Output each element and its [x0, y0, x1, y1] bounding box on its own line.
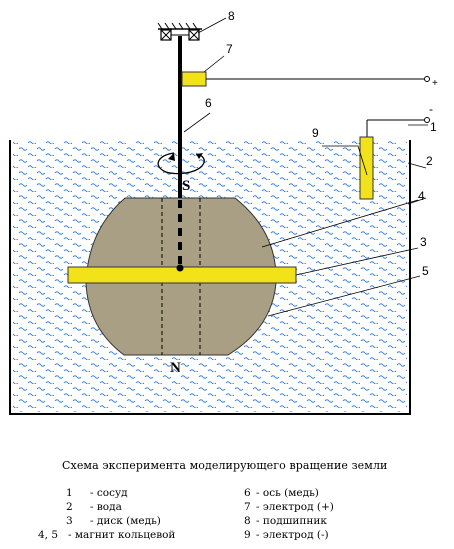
legend-item: 7 - электрод (+)	[244, 501, 444, 515]
axle-end-dot	[176, 264, 184, 272]
legend-num: 6	[244, 487, 251, 499]
label-4: 4	[418, 189, 425, 203]
legend-item: 9 - электрод (-)	[244, 529, 444, 543]
label-5: 5	[422, 264, 429, 278]
legend-num: 2	[66, 501, 73, 513]
diagram-caption: Схема эксперимента моделирующего вращени…	[62, 459, 388, 472]
legend-text: - подшипник	[256, 515, 327, 527]
legend-text: - электрод (+)	[256, 501, 334, 513]
experiment-diagram: 8 7 6 9 1 2 4 3 5 + - S N	[9, 9, 438, 415]
legend-num: 3	[66, 515, 73, 527]
pole-n: N	[170, 360, 181, 376]
legend-text: - сосуд	[90, 487, 128, 499]
leader-lines	[183, 17, 428, 317]
label-1: 1	[430, 120, 437, 134]
label-3: 3	[420, 235, 427, 249]
legend-item: 2 - вода	[38, 501, 238, 515]
bearing	[157, 22, 202, 41]
pole-s: S	[182, 178, 190, 194]
label-8: 8	[228, 9, 235, 23]
legend-text: - вода	[90, 501, 122, 513]
label-7: 7	[226, 42, 233, 56]
legend-right: 6 - ось (медь) 7 - электрод (+) 8 - подш…	[244, 487, 444, 547]
legend-left: 1 - сосуд 2 - вода 3 - диск (медь) 4, 5 …	[38, 487, 238, 547]
terminal-positive	[424, 76, 430, 82]
electrode-negative	[359, 136, 374, 200]
legend-text: - магнит кольцевой	[68, 529, 176, 541]
vessel	[9, 140, 411, 415]
electrode-positive	[181, 71, 207, 87]
legend-text: - диск (медь)	[90, 515, 161, 527]
legend-num: 4, 5	[38, 529, 59, 541]
rotation-arrow-icon	[157, 152, 205, 175]
legend-num: 7	[244, 501, 251, 513]
minus-sign: -	[429, 102, 433, 116]
legend-num: 9	[244, 529, 251, 541]
legend-item: 8 - подшипник	[244, 515, 444, 529]
label-9: 9	[312, 126, 319, 140]
legend-item: 6 - ось (медь)	[244, 487, 444, 501]
terminal-negative	[424, 117, 430, 123]
legend-num: 8	[244, 515, 251, 527]
legend-text: - ось (медь)	[256, 487, 319, 499]
legend-item: 3 - диск (медь)	[38, 515, 238, 529]
legend-text: - электрод (-)	[256, 529, 329, 541]
legend-item: 1 - сосуд	[38, 487, 238, 501]
plus-sign: +	[432, 78, 438, 89]
label-2: 2	[426, 154, 433, 168]
label-6: 6	[205, 96, 212, 110]
legend-item: 4, 5 - магнит кольцевой	[38, 529, 238, 543]
legend-num: 1	[66, 487, 73, 499]
